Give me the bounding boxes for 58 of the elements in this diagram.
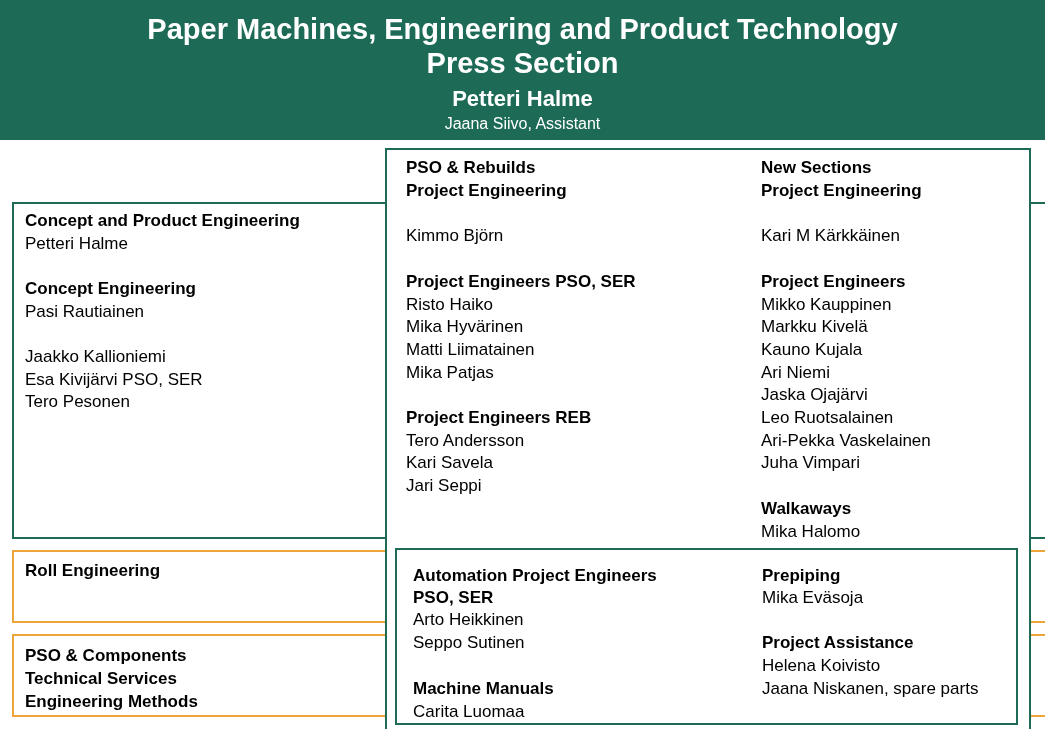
person-name: Helena Koivisto: [762, 654, 881, 677]
org-unit-box: [12, 202, 386, 539]
section-heading: PSO & Rebuilds: [406, 156, 536, 179]
header-band: [0, 0, 1045, 140]
person-name: Ari-Pekka Vaskelainen: [761, 429, 931, 452]
person-name: Mika Patjas: [406, 361, 494, 384]
section-heading: Machine Manuals: [413, 677, 554, 700]
person-name: Kauno Kujala: [761, 338, 863, 361]
section-heading: Concept Engineering: [25, 277, 196, 300]
section-heading: Walkaways: [761, 497, 852, 520]
section-heading: New Sections: [761, 156, 872, 179]
person-name: Mika Halomo: [761, 520, 861, 543]
person-name: Arto Heikkinen: [413, 608, 524, 631]
manager-name: Petteri Halme: [452, 85, 593, 113]
section-heading: Concept and Product Engineering: [25, 209, 300, 232]
person-name: Markku Kivelä: [761, 315, 868, 338]
person-name: Mika Hyvärinen: [406, 315, 524, 338]
person-name: Tero Pesonen: [25, 390, 130, 413]
section-heading: Project Engineers PSO, SER: [406, 270, 636, 293]
person-name: Jaska Ojajärvi: [761, 383, 868, 406]
org-unit-box: [385, 148, 1031, 729]
person-name: Leo Ruotsalainen: [761, 406, 894, 429]
person-name: Seppo Sutinen: [413, 631, 525, 654]
section-heading: Engineering Methods: [25, 690, 198, 713]
section-heading: PSO & Components: [25, 644, 187, 667]
person-name: Mika Eväsoja: [762, 586, 864, 609]
person-name: Tero Andersson: [406, 429, 525, 452]
person-name: Jari Seppi: [406, 474, 482, 497]
person-name: Carita Luomaa: [413, 700, 525, 723]
person-name: Mikko Kauppinen: [761, 293, 892, 316]
person-name: Jaakko Kallioniemi: [25, 345, 166, 368]
section-heading: Automation Project Engineers: [413, 564, 657, 587]
person-name: Risto Haiko: [406, 293, 493, 316]
person-name: Pasi Rautiainen: [25, 300, 145, 323]
person-name: Jaana Niskanen, spare parts: [762, 677, 979, 700]
section-heading: Project Engineers: [761, 270, 906, 293]
assistant-name: Jaana Siivo, Assistant: [444, 114, 601, 134]
person-name: Ari Niemi: [761, 361, 830, 384]
section-heading: Project Assistance: [762, 631, 914, 654]
header-title: Paper Machines, Engineering and Product Technology: [147, 12, 898, 46]
person-name: Esa Kivijärvi PSO, SER: [25, 368, 203, 391]
person-name: Kimmo Björn: [406, 224, 504, 247]
section-heading: Project Engineering: [406, 179, 567, 202]
org-unit-box: [12, 550, 386, 623]
person-name: Kari M Kärkkäinen: [761, 224, 900, 247]
section-heading: Technical Services: [25, 667, 177, 690]
person-name: Matti Liimatainen: [406, 338, 535, 361]
section-heading: Project Engineers REB: [406, 406, 592, 429]
section-heading: PSO, SER: [413, 586, 494, 609]
section-heading: Prepiping: [762, 564, 841, 587]
person-name: Juha Vimpari: [761, 451, 860, 474]
header-title: Press Section: [426, 46, 619, 80]
org-unit-box: [395, 548, 1018, 725]
person-name: Kari Savela: [406, 451, 493, 474]
org-unit-box: [12, 634, 386, 717]
person-name: Petteri Halme: [25, 232, 128, 255]
section-heading: Roll Engineering: [25, 559, 161, 582]
section-heading: Project Engineering: [761, 179, 922, 202]
